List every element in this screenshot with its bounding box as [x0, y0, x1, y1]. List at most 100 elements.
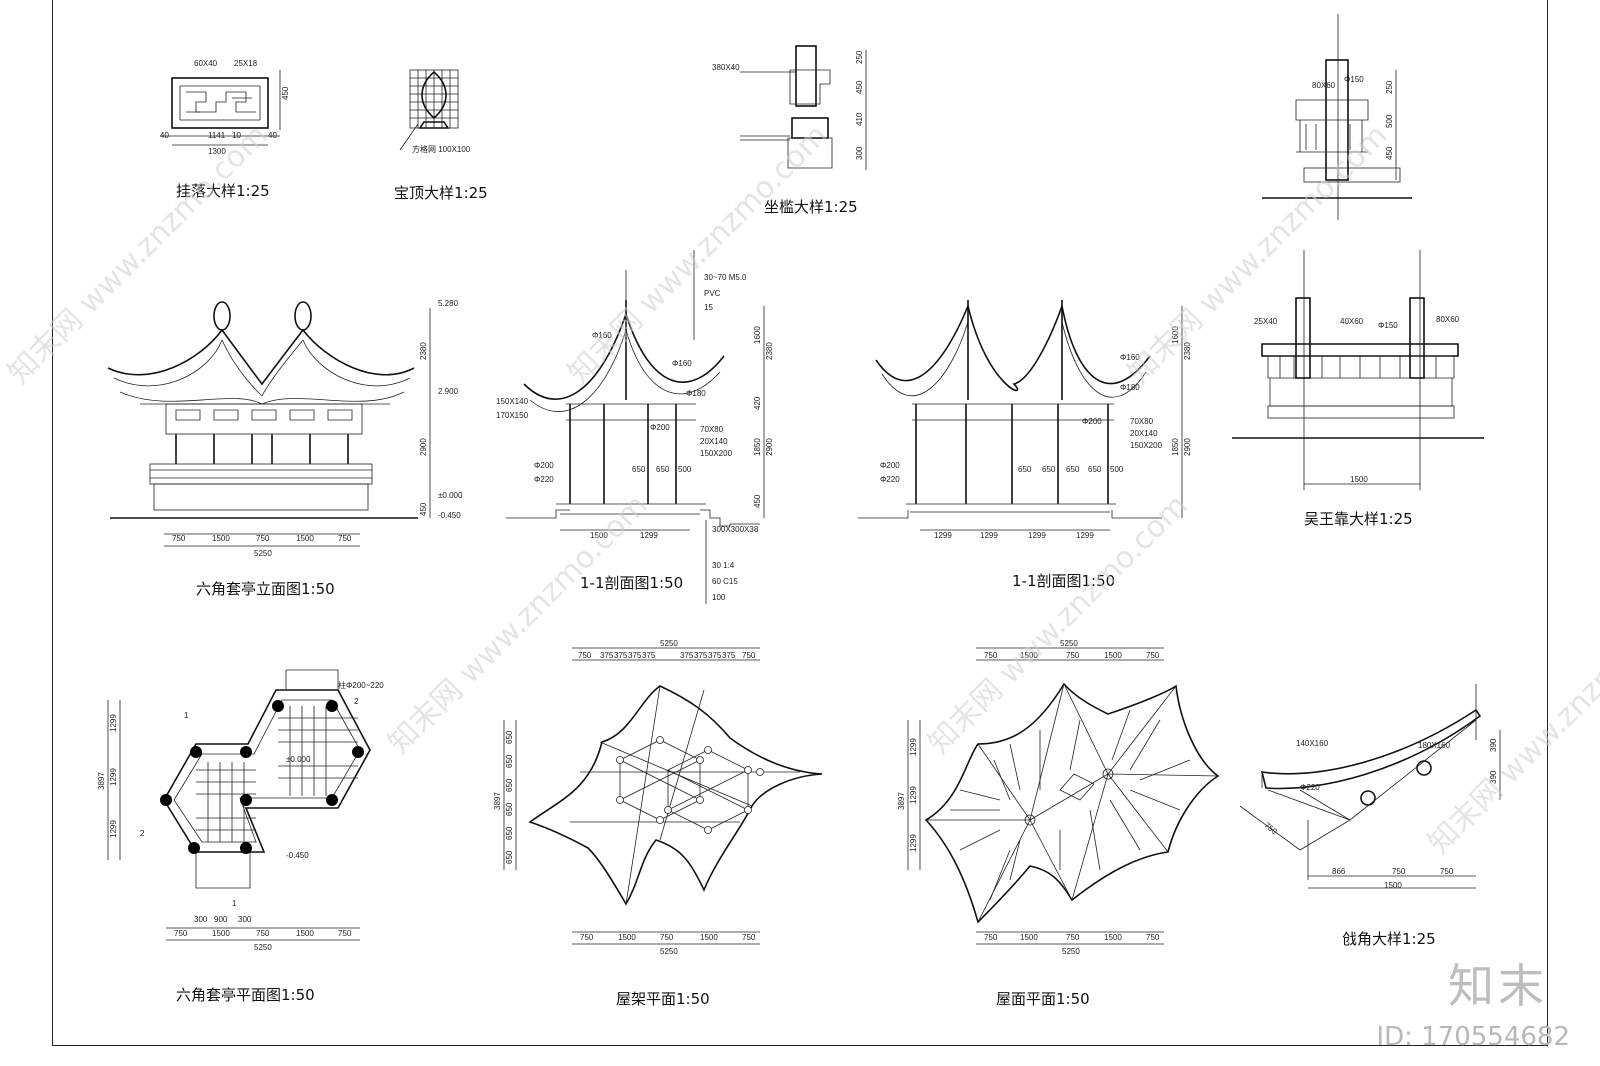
svg-text:750: 750	[338, 534, 352, 543]
title-gualuo: 挂落大样1:25	[176, 182, 270, 200]
svg-text:1500: 1500	[618, 933, 636, 942]
title-roof-frame: 屋架平面1:50	[616, 990, 710, 1008]
svg-text:5250: 5250	[254, 943, 272, 952]
title-elevation: 六角套亭立面图1:50	[196, 580, 335, 598]
svg-text:20X140: 20X140	[700, 437, 728, 446]
svg-text:450: 450	[855, 80, 864, 94]
svg-text:650: 650	[1088, 465, 1102, 474]
wuwangkao-detail: 25X40 40X60 Φ150 80X60 1500	[1232, 250, 1484, 490]
svg-text:375: 375	[642, 651, 656, 660]
svg-text:750: 750	[660, 933, 674, 942]
svg-text:650: 650	[1066, 465, 1080, 474]
gualuo-detail: 60X40 25X18 40 1141 10 40 1300 450	[160, 59, 290, 156]
svg-text:375: 375	[680, 651, 694, 660]
svg-text:150X140: 150X140	[496, 397, 529, 406]
svg-text:70X80: 70X80	[700, 425, 724, 434]
svg-text:750: 750	[578, 651, 592, 660]
svg-text:750: 750	[1066, 651, 1080, 660]
svg-text:2380: 2380	[419, 342, 428, 360]
svg-text:1299: 1299	[1076, 531, 1094, 540]
svg-text:Φ180: Φ180	[686, 389, 706, 398]
svg-text:1600: 1600	[753, 326, 762, 344]
svg-text:Φ160: Φ160	[592, 331, 612, 340]
svg-text:750: 750	[984, 933, 998, 942]
title-roof-plan: 屋面平面1:50	[996, 990, 1090, 1008]
svg-text:450: 450	[1385, 146, 1394, 160]
svg-text:250: 250	[1385, 80, 1394, 94]
svg-text:2: 2	[354, 697, 359, 706]
svg-text:150X200: 150X200	[700, 449, 733, 458]
svg-text:5250: 5250	[1060, 639, 1078, 648]
svg-text:410: 410	[855, 112, 864, 126]
svg-text:2900: 2900	[419, 438, 428, 456]
svg-text:450: 450	[419, 502, 428, 516]
svg-text:650: 650	[1018, 465, 1032, 474]
svg-text:650: 650	[1042, 465, 1056, 474]
svg-text:300: 300	[855, 146, 864, 160]
zuokan-detail: 380X40 250 450 410 300	[712, 45, 867, 170]
svg-text:1500: 1500	[296, 534, 314, 543]
svg-text:750: 750	[1392, 867, 1406, 876]
svg-text:3897: 3897	[97, 772, 106, 790]
svg-text:390: 390	[1489, 738, 1498, 752]
svg-text:5250: 5250	[1062, 947, 1080, 956]
svg-text:1299: 1299	[909, 786, 918, 804]
svg-text:15: 15	[704, 303, 713, 312]
title-section-a: 1-1剖面图1:50	[580, 574, 684, 592]
svg-text:±0.000: ±0.000	[286, 755, 311, 764]
svg-text:750: 750	[742, 651, 756, 660]
svg-text:60 C15: 60 C15	[712, 577, 738, 586]
svg-text:1: 1	[232, 899, 237, 908]
svg-text:420: 420	[753, 396, 762, 410]
svg-text:750: 750	[1440, 867, 1454, 876]
svg-text:2900: 2900	[1183, 438, 1192, 456]
svg-text:100: 100	[712, 593, 726, 602]
title-qiangjiao: 戗角大样1:25	[1342, 930, 1436, 948]
svg-text:450: 450	[281, 86, 290, 100]
svg-text:Φ220: Φ220	[880, 475, 900, 484]
svg-text:1500: 1500	[590, 531, 608, 540]
svg-text:60X40: 60X40	[194, 59, 218, 68]
baoding-detail: 方格网 100X100	[399, 69, 471, 154]
svg-text:1500: 1500	[1384, 881, 1402, 890]
svg-text:30~70 M5.0: 30~70 M5.0	[704, 273, 747, 282]
svg-text:1299: 1299	[934, 531, 952, 540]
svg-text:3897: 3897	[897, 792, 906, 810]
svg-text:250: 250	[855, 50, 864, 64]
svg-text:650: 650	[505, 802, 514, 816]
svg-text:1500: 1500	[1104, 933, 1122, 942]
svg-text:5250: 5250	[660, 639, 678, 648]
svg-text:1850: 1850	[753, 438, 762, 456]
svg-text:1850: 1850	[1171, 438, 1180, 456]
svg-text:1500: 1500	[1104, 651, 1122, 660]
svg-text:500: 500	[678, 465, 692, 474]
svg-text:1299: 1299	[980, 531, 998, 540]
svg-text:900: 900	[214, 915, 228, 924]
svg-text:650: 650	[505, 778, 514, 792]
svg-text:70X80: 70X80	[1130, 417, 1154, 426]
svg-text:2380: 2380	[1183, 342, 1192, 360]
svg-text:650: 650	[505, 730, 514, 744]
svg-text:375: 375	[708, 651, 722, 660]
svg-text:80X60: 80X60	[1312, 81, 1336, 90]
svg-text:750: 750	[256, 534, 270, 543]
qiangjiao-detail: 180X160 140X160 390 390 Φ220 750 866 750…	[1239, 684, 1501, 890]
svg-text:390: 390	[1489, 770, 1498, 784]
svg-text:1299: 1299	[109, 820, 118, 838]
svg-text:2.900: 2.900	[438, 387, 459, 396]
svg-text:1299: 1299	[909, 834, 918, 852]
pavilion-elevation: 750 1500 750 1500 750 5250 5.280 2.900 ±…	[107, 299, 463, 558]
svg-text:1500: 1500	[212, 929, 230, 938]
svg-text:2900: 2900	[765, 438, 774, 456]
svg-text:Φ200: Φ200	[880, 461, 900, 470]
pavilion-plan: 柱Φ200~220 ±0.000 -0.450 1 1 2 2 1299 129…	[97, 669, 384, 952]
svg-text:1500: 1500	[1020, 933, 1038, 942]
svg-text:650: 650	[505, 754, 514, 768]
svg-text:180X160: 180X160	[1418, 741, 1451, 750]
svg-text:380X40: 380X40	[712, 63, 740, 72]
roof-frame-plan: 5250 750 375 375 375 375 375 375 375 375…	[493, 639, 823, 956]
section-a: 30~70 M5.0 PVC 15 Φ160 Φ160 Φ180 150X140…	[496, 250, 774, 604]
svg-text:1299: 1299	[640, 531, 658, 540]
svg-text:375: 375	[600, 651, 614, 660]
svg-text:500: 500	[1385, 114, 1394, 128]
